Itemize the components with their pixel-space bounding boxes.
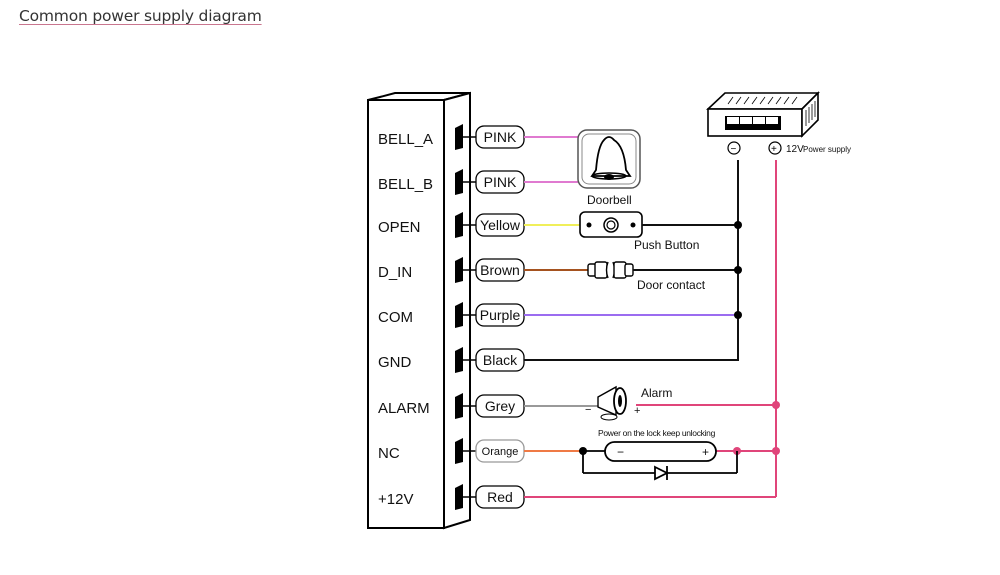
door-contact-icon — [587, 261, 634, 279]
terminal-block-icon — [455, 438, 463, 464]
alarm-minus: − — [585, 404, 591, 416]
wire-color-label: Yellow — [480, 217, 521, 233]
terminal-block-icon — [455, 257, 463, 283]
terminal-label: OPEN — [378, 219, 421, 236]
push-button-icon — [579, 211, 643, 238]
terminal-label: GND — [378, 354, 412, 371]
lock-plus: + — [702, 445, 709, 459]
terminal-block-icon — [455, 484, 463, 510]
lock-minus: − — [617, 445, 624, 459]
alarm-siren-icon — [597, 385, 627, 421]
wire-color-label: Red — [487, 489, 513, 505]
wire-color-label: Purple — [480, 307, 521, 323]
terminal-label: COM — [378, 309, 413, 326]
terminal-block-icon — [455, 347, 463, 373]
psu-voltage-label: 12V — [786, 144, 804, 155]
terminal-label: D_IN — [378, 264, 412, 281]
terminal-block-icon — [455, 124, 463, 150]
psu-minus-sign: − — [731, 144, 737, 155]
wire-color-label: PINK — [484, 174, 517, 190]
wire-color-label: Grey — [485, 398, 515, 414]
push-button-label: Push Button — [634, 238, 699, 252]
terminal-block-icon — [455, 169, 463, 195]
lock-note: Power on the lock keep unlocking — [598, 428, 716, 438]
alarm-plus: + — [634, 405, 640, 417]
junction-dot — [772, 447, 780, 455]
doorbell-label: Doorbell — [587, 193, 632, 207]
terminal-label: +12V — [378, 491, 413, 508]
wire-color-label: Orange — [482, 446, 519, 458]
positive-rail — [636, 160, 777, 497]
wire-color-label: Black — [483, 352, 518, 368]
terminal-label: BELL_B — [378, 176, 433, 193]
psu-positive-terminal — [768, 141, 782, 155]
terminal-label: ALARM — [378, 400, 430, 417]
doorbell-icon — [577, 129, 641, 189]
junction-dot — [772, 401, 780, 409]
terminal-block-icon — [455, 393, 463, 419]
power-supply-icon — [705, 91, 820, 138]
junction-dot — [734, 311, 742, 319]
page-title: Common power supply diagram — [19, 7, 262, 25]
wire-color-label: PINK — [484, 129, 517, 145]
door-contact-label: Door contact — [637, 278, 706, 292]
terminal-block-icon — [455, 302, 463, 328]
psu-negative-terminal — [727, 141, 741, 155]
psu-label: Power supply — [803, 145, 851, 154]
electric-lock-icon — [604, 441, 717, 462]
negative-rail — [633, 160, 739, 361]
junction-dot — [734, 266, 742, 274]
junction-dot — [579, 447, 587, 455]
junction-dot — [734, 221, 742, 229]
terminal-label: NC — [378, 445, 400, 462]
psu-plus-sign: + — [771, 144, 777, 155]
wire-color-label: Brown — [480, 262, 520, 278]
terminal-label: BELL_A — [378, 131, 433, 148]
alarm-label: Alarm — [641, 386, 672, 400]
terminal-block-icon — [455, 212, 463, 238]
